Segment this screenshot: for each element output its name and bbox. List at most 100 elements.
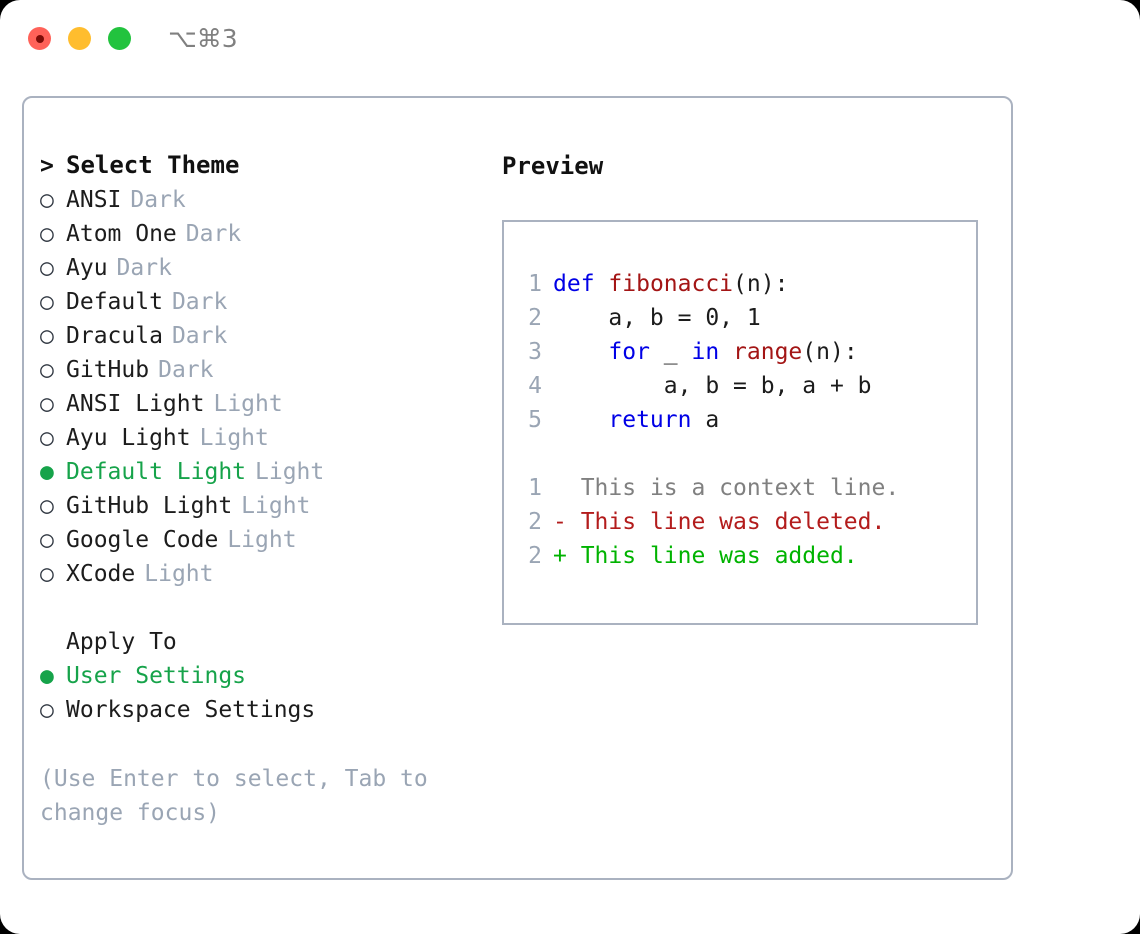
theme-option-label: ANSI Light [66,391,205,417]
apply-to-option-workspace-settings[interactable]: ○ Workspace Settings [40,693,480,727]
theme-variant-tag: Light [144,561,214,587]
theme-option-label: XCode [66,561,136,587]
keyboard-hint-text: (Use Enter to select, Tab to change focu… [40,766,442,826]
radio-selected-icon: ● [40,663,54,689]
theme-variant-tag: Light [241,493,311,519]
diff-line: 2 + This line was added. [520,539,899,573]
apply-to-option-user-settings[interactable]: ● User Settings [40,659,480,693]
section-spacer [40,591,480,625]
close-window-icon[interactable] [28,27,51,50]
radio-unselected-icon: ○ [40,425,54,451]
radio-unselected-icon: ○ [40,697,54,723]
line-number: 2 [528,543,542,569]
radio-unselected-icon: ○ [40,357,54,383]
theme-option-label: ANSI [66,187,122,213]
code-token: return [608,407,692,433]
theme-option-label: GitHub Light [66,493,233,519]
code-token [553,407,608,433]
radio-selected-icon: ● [40,459,54,485]
code-token [719,339,733,365]
apply-to-header: ○Apply To [40,625,480,659]
diff-sign: - [553,509,581,535]
theme-option-label: GitHub [66,357,150,383]
theme-variant-tag: Dark [130,187,186,213]
title-bar: ⌥⌘3 [0,0,1140,78]
code-token: a [691,407,720,433]
code-line: 5 return a [520,403,899,437]
select-theme-title: Select Theme [66,151,240,179]
diff-text: This is a context line. [580,475,900,501]
maximize-window-icon[interactable] [108,27,131,50]
radio-unselected-icon: ○ [40,255,54,281]
theme-option-atom-one[interactable]: ○ Atom One Dark [40,217,480,251]
code-line: 2 a, b = 0, 1 [520,301,899,335]
diff-line: 2- This line was deleted. [520,505,899,539]
theme-variant-tag: Dark [171,323,228,349]
diff-text: This line was deleted. [580,509,886,535]
theme-variant-tag: Light [199,425,269,451]
line-number: 2 [528,509,542,535]
diff-line: 1 This is a context line. [520,471,899,505]
code-token: in [691,339,720,365]
line-number: 3 [528,339,542,365]
line-number: 5 [528,407,542,433]
code-token: def [553,271,595,297]
code-token: (n): [733,271,789,297]
theme-variant-tag: Dark [171,289,228,315]
radio-unselected-icon: ○ [40,221,54,247]
theme-option-label: Dracula [66,323,163,349]
blank-marker-icon: ○ [40,625,66,659]
hint-spacer [40,727,480,761]
select-theme-header: > Select Theme [40,149,480,183]
apply-to-option-label: Workspace Settings [66,697,316,723]
radio-unselected-icon: ○ [40,289,54,315]
theme-option-label: Default Light [66,459,247,485]
theme-option-label: Google Code [66,527,219,553]
apply-to-option-label: User Settings [66,663,247,689]
code-token: for [608,339,650,365]
theme-option-label: Ayu [66,255,108,281]
code-token: a, b = b, a + b [553,373,872,399]
code-line: 4 a, b = b, a + b [520,369,899,403]
keyboard-shortcut-label: ⌥⌘3 [168,24,238,53]
radio-unselected-icon: ○ [40,323,54,349]
minimize-window-icon[interactable] [68,27,91,50]
line-number: 1 [528,475,542,501]
chevron-right-icon: > [40,153,54,179]
apply-to-title: Apply To [66,629,177,655]
code-line: 3 for _ in range(n): [520,335,899,369]
apply-to-option-list: ● User Settings ○ Workspace Settings [40,659,480,727]
theme-option-dracula[interactable]: ○ Dracula Dark [40,319,480,353]
code-token: _ [649,339,692,365]
theme-option-label: Atom One [66,221,177,247]
code-blank-line [520,437,899,471]
diff-text: This line was added. [580,543,858,569]
line-number: 1 [528,271,542,297]
preview-title: Preview [502,152,604,180]
radio-unselected-icon: ○ [40,391,54,417]
theme-variant-tag: Light [227,527,297,553]
code-token: a, b = 0, 1 [553,305,761,331]
theme-option-xcode[interactable]: ○ XCode Light [40,557,480,591]
radio-unselected-icon: ○ [40,561,54,587]
code-token [553,339,608,365]
code-token: (n): [802,339,858,365]
theme-variant-tag: Dark [185,221,242,247]
diff-sign: + [553,543,581,569]
